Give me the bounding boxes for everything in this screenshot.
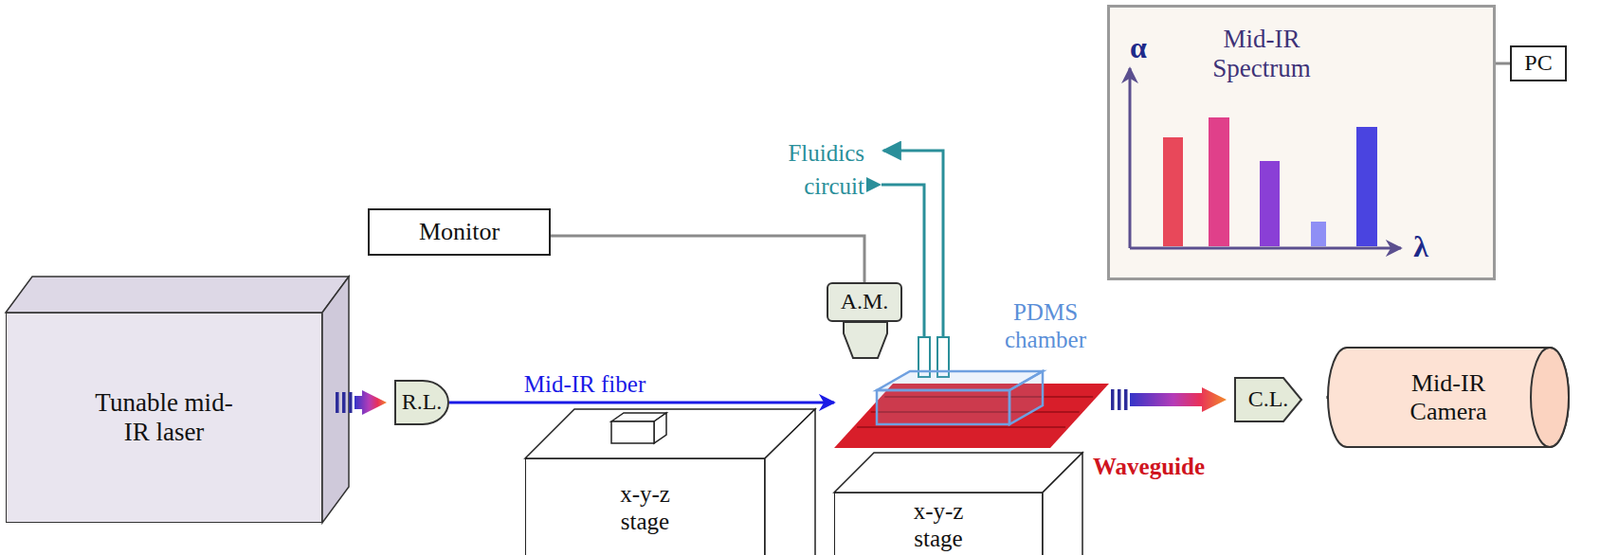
signal-wire: [1495, 62, 1510, 66]
objective-lens: [843, 322, 888, 359]
node-text: PDMS chamber: [988, 299, 1103, 355]
signal-wire: [550, 236, 865, 283]
edge-label: Mid-IR fiber: [521, 371, 649, 400]
node-text: x-y-z stage: [607, 481, 684, 537]
beam-stripes: [1117, 389, 1122, 411]
node-text: PC: [1524, 50, 1552, 77]
spectrum-chart: [1129, 68, 1401, 249]
laser-housing: [5, 276, 349, 524]
node-text: A.M.: [840, 289, 890, 316]
pc-box: PC: [1509, 45, 1567, 82]
node-text: C.L.: [1248, 386, 1290, 414]
axis-label: λ: [1406, 229, 1436, 265]
pdms-chamber-outline: [876, 371, 1043, 425]
beam-stripes: [1110, 389, 1115, 411]
stage-box: x-y-z stage: [525, 458, 765, 555]
beam-arrow: [1129, 387, 1227, 413]
node-text: R.L.: [401, 389, 443, 417]
node-text: Waveguide: [1082, 454, 1216, 482]
beam-arrow: [354, 390, 387, 416]
beam-stripes: [348, 392, 353, 414]
stage-body: [834, 453, 1083, 555]
connector-group: [1495, 63, 1510, 65]
node-text: Mid-IR Camera: [1396, 369, 1501, 427]
spectrum-panel: Mid-IR Spectrum: [1107, 4, 1496, 281]
connector-group: [449, 402, 835, 404]
microscope-box: A.M.: [826, 282, 903, 323]
node-text: x-y-z stage: [900, 498, 977, 554]
beam-stripes: [1124, 389, 1128, 411]
camera-body: Mid-IR Camera: [1326, 346, 1571, 449]
node-text: Monitor: [418, 218, 500, 247]
beam-stripes: [335, 392, 340, 414]
connector-group: [550, 236, 865, 283]
monitor-box: Monitor: [367, 208, 551, 256]
pdms-chamber: PDMS chamber: [876, 371, 1043, 425]
node-text: Mid-IR Spectrum: [1185, 24, 1338, 84]
fiber-line: [449, 401, 835, 405]
connector-group: [1110, 387, 1227, 413]
lens-box: C.L.: [1234, 377, 1303, 423]
stage-body: [525, 409, 816, 555]
stage-box: x-y-z stage: [834, 492, 1043, 555]
laser-box: Tunable mid-IR laser: [5, 312, 323, 524]
node-text: Tunable mid-IR laser: [83, 388, 245, 448]
axis-label: α: [1124, 30, 1153, 66]
beam-stripes: [342, 392, 346, 414]
connector-group: [335, 390, 387, 416]
fluidics-label: Fluidics circuit: [739, 136, 865, 203]
lens-box: R.L.: [394, 380, 450, 426]
panel-ground: [1107, 4, 1496, 281]
